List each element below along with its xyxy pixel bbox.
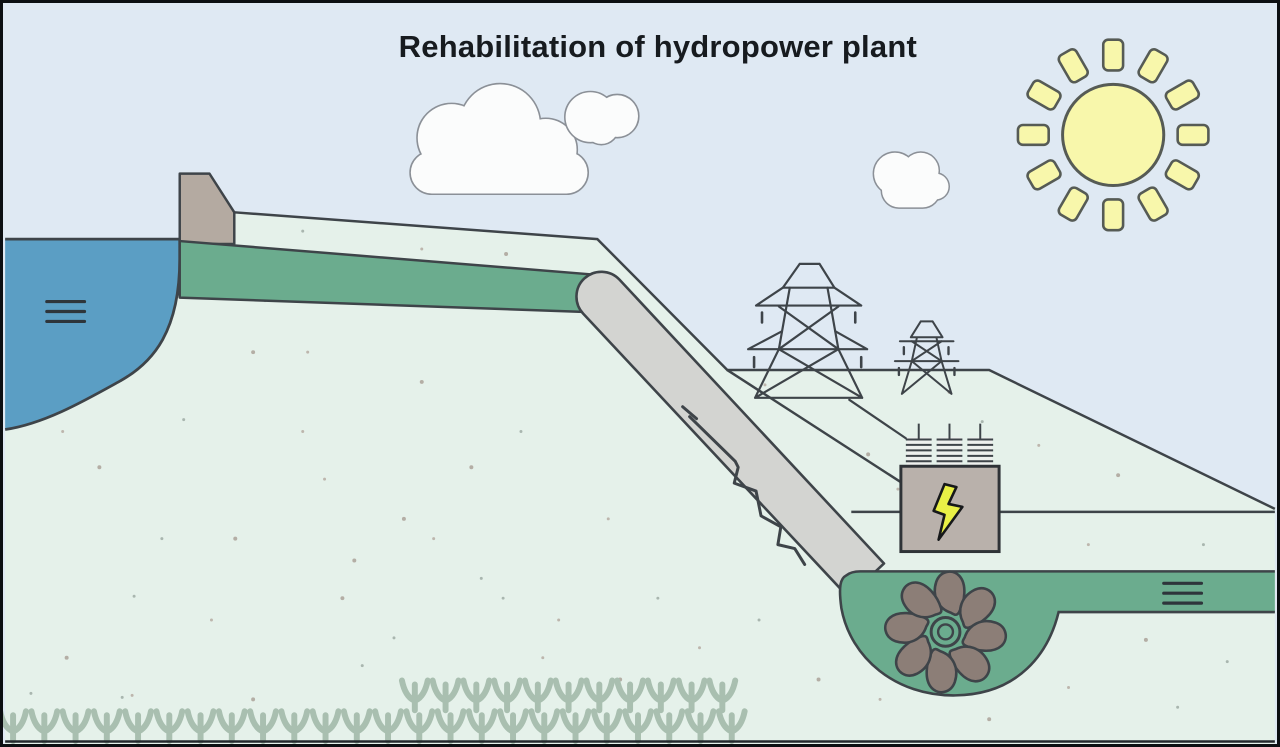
dam (178, 172, 236, 246)
speckle-dot (432, 537, 436, 541)
bushing (967, 423, 994, 467)
speckle-dot (501, 596, 505, 600)
penstock (575, 270, 886, 599)
reservoir-level-icon (45, 299, 87, 324)
speckle-dot (301, 430, 305, 434)
speckle-dot (61, 430, 65, 434)
speckle-dot (557, 618, 561, 622)
speckle-dot (1225, 660, 1229, 664)
sun-disc (1061, 82, 1166, 188)
speckle-dot (182, 418, 186, 422)
transformer-box (899, 464, 1001, 554)
speckle-dot (504, 251, 509, 256)
speckle-dot (763, 383, 767, 387)
speckle-dot (656, 596, 660, 600)
cloud-small (872, 151, 950, 209)
insulator-ticks (897, 366, 956, 377)
pylons (747, 262, 960, 448)
speckle-dot (392, 636, 396, 640)
speckle-dot (980, 420, 984, 424)
cloud-large (409, 82, 590, 196)
speckle-dot (469, 465, 474, 470)
sun-rays (1016, 38, 1210, 232)
speckle-dot (64, 655, 69, 660)
speckle-dot (97, 465, 102, 470)
speckle-dot (1067, 685, 1071, 689)
tailrace-level-icon (1162, 581, 1204, 605)
insulator-ticks (760, 311, 857, 324)
speckle-dot (340, 596, 345, 601)
clouds (409, 82, 950, 209)
insulator-ticks (902, 346, 950, 356)
page-title: Rehabilitation of hydropower plant (398, 29, 917, 64)
pylon-small (893, 320, 960, 395)
speckle-dot (987, 717, 992, 722)
speckle-dot (479, 576, 483, 580)
turbine-hub (929, 616, 962, 648)
speckle-dot (352, 558, 357, 563)
speckle-dot (878, 697, 882, 701)
bushing (905, 423, 932, 467)
speckle-dot (606, 517, 610, 521)
speckle-dot (251, 697, 256, 702)
speckle-dot (132, 594, 136, 598)
reservoir (4, 237, 182, 431)
hydropower-diagram (3, 3, 1276, 744)
transformer (899, 423, 1001, 554)
pylon-large (747, 262, 869, 399)
speckle-dot (1201, 543, 1205, 547)
lightning-bolt-icon (932, 482, 964, 541)
speckle-dot (301, 229, 305, 233)
speckle-dot (1143, 637, 1148, 642)
speckle-dot (1086, 543, 1090, 547)
speckle-dot (209, 618, 213, 622)
speckle-dot (1037, 443, 1041, 447)
cloud-medium (564, 90, 640, 146)
speckle-dot (419, 379, 424, 384)
sun-icon (1016, 38, 1210, 232)
speckle-dot (866, 452, 871, 457)
speckle-dot (896, 487, 900, 491)
speckle-dot (29, 691, 33, 695)
speckle-dot (420, 247, 424, 251)
penstock-crack (681, 405, 807, 566)
speckle-dot (360, 664, 364, 668)
insulator-ticks (752, 355, 863, 369)
speckle-dot (757, 618, 761, 622)
speckle-dot (541, 656, 545, 660)
reservoir-water (5, 239, 180, 430)
speckle-dot (233, 536, 238, 541)
speckle-dot (816, 677, 821, 682)
speckle-dot (306, 350, 310, 354)
speckle-dot (323, 477, 327, 481)
speckle-dot (401, 516, 406, 521)
speckle-dot (130, 693, 134, 697)
penstock-pipe (575, 270, 886, 599)
speckle-dot (251, 350, 256, 355)
speckle-dot (519, 430, 523, 434)
bushing (936, 423, 963, 467)
speckle-dot (160, 537, 164, 541)
transformer-bushings (905, 423, 994, 467)
speckle-dot (698, 646, 702, 650)
speckle-dot (1176, 705, 1180, 709)
speckle-dot (120, 695, 124, 699)
turbine-wheel (881, 568, 1010, 696)
turbine-basin (838, 568, 1275, 697)
speckle-dot (1116, 473, 1121, 478)
